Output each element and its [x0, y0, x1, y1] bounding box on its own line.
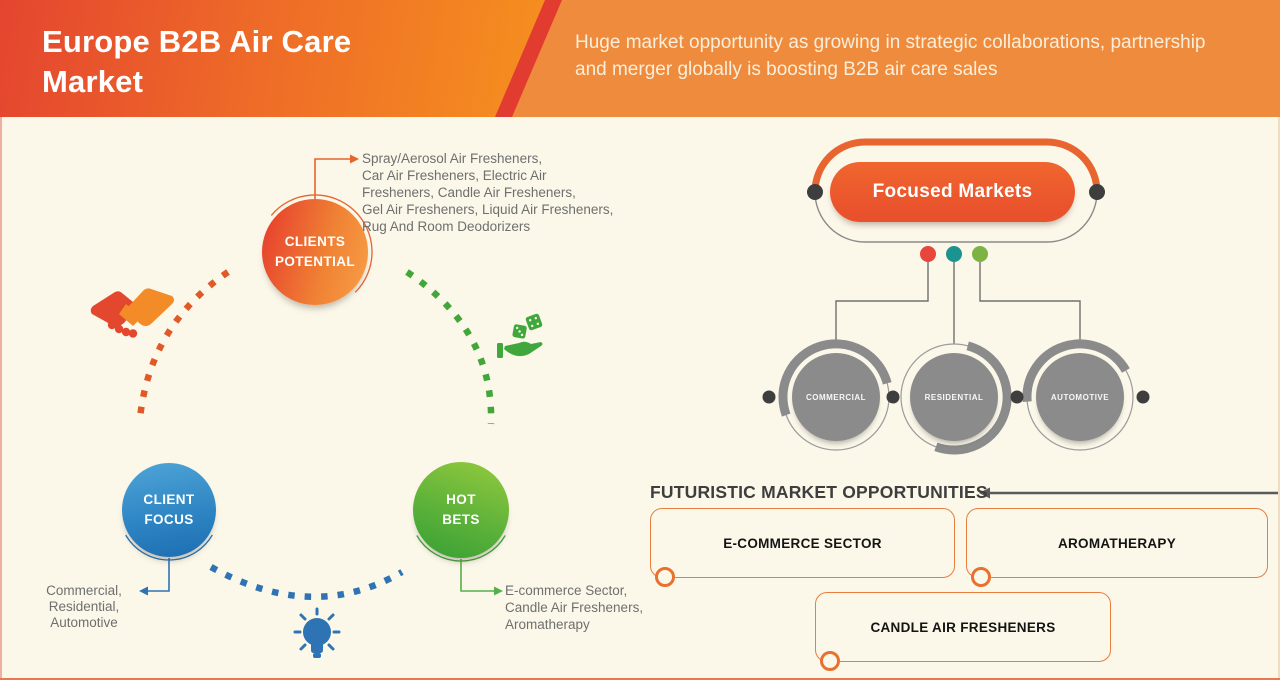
note-line: Fresheners, Candle Air Fresheners, — [362, 185, 576, 200]
note-line: Candle Air Fresheners, — [505, 600, 644, 615]
bets-connector — [460, 559, 494, 592]
client-focus-circle: CLIENT FOCUS — [122, 463, 216, 557]
right-border-line — [1278, 117, 1280, 680]
futuristic-box-candle: CANDLE AIR FRESHENERS — [815, 592, 1111, 671]
legend-dot-green — [972, 246, 988, 262]
pill-bottom-arc — [814, 191, 1098, 243]
segment-side-dots — [762, 390, 1150, 404]
clients-potential-label-line2: POTENTIAL — [274, 254, 356, 269]
hot-bets-note: E-commerce Sector, Candle Air Fresheners… — [505, 582, 643, 633]
blue-dotted-arc — [209, 564, 404, 601]
futuristic-box-label: AROMATHERAPY — [1057, 535, 1177, 551]
focus-connector — [148, 558, 170, 592]
client-focus-note: Commercial, Residential, Automotive — [28, 583, 140, 631]
futuristic-heading: FUTURISTIC MARKET OPPORTUNITIES — [650, 482, 988, 502]
potential-outline-arc — [270, 194, 373, 293]
note-line: Gel Air Fresheners, Liquid Air Freshener… — [362, 202, 614, 217]
client-focus-label-line2: FOCUS — [144, 512, 194, 527]
dice-hand-icon — [497, 313, 543, 358]
left-border-line — [0, 117, 2, 680]
note-line: Aromatherapy — [505, 617, 590, 632]
green-dotted-arc — [405, 269, 495, 425]
futuristic-box-label: CANDLE AIR FRESHENERS — [870, 619, 1056, 635]
hot-bets-label-line1: HOT — [446, 492, 476, 508]
potential-arrowhead — [350, 154, 359, 164]
header-band: Europe B2B Air Care Market Huge market o… — [0, 0, 1280, 117]
note-line: Residential, — [48, 598, 120, 614]
focused-markets-label: Focused Markets — [872, 181, 1033, 202]
futuristic-box-label: E-COMMERCE SECTOR — [723, 535, 882, 551]
legend-dot-red — [920, 246, 936, 262]
segment-label: COMMERCIAL — [805, 392, 867, 402]
pill-left-dot — [807, 184, 823, 200]
segment-label: RESIDENTIAL — [924, 392, 984, 402]
page-title: Europe B2B Air Care Market — [42, 24, 352, 99]
corner-ring-icon — [971, 567, 991, 587]
clients-potential-label-line1: CLIENTS — [284, 234, 346, 250]
tree-connectors — [835, 262, 1081, 344]
segment-residential: RESIDENTIAL — [910, 353, 998, 441]
orange-dotted-arc — [136, 269, 230, 419]
clients-potential-circle: CLIENTS POTENTIAL — [262, 199, 368, 305]
hot-bets-label-line2: BETS — [442, 512, 480, 527]
focus-arrowhead — [139, 586, 148, 596]
bottom-border-line — [0, 678, 1280, 680]
handshake-icon — [90, 288, 174, 338]
legend-dot-teal — [946, 246, 962, 262]
hot-bets-circle: HOT BETS — [413, 462, 509, 558]
bets-arrowhead — [494, 586, 503, 596]
note-line: Car Air Fresheners, Electric Air — [362, 168, 547, 183]
corner-ring-icon — [820, 651, 840, 671]
corner-ring-icon — [655, 567, 675, 587]
segment-automotive: AUTOMOTIVE — [1036, 353, 1124, 441]
potential-connector — [314, 158, 350, 200]
segment-commercial: COMMERCIAL — [792, 353, 880, 441]
futuristic-arrowhead — [979, 487, 990, 499]
note-line: Rug And Room Deodorizers — [362, 219, 531, 234]
client-focus-label-line1: CLIENT — [143, 492, 195, 508]
clients-potential-note: Spray/Aerosol Air Fresheners, Car Air Fr… — [362, 150, 613, 235]
pill-top-arc — [811, 138, 1101, 193]
note-line: Commercial, — [46, 583, 122, 598]
header-gradient-panel — [0, 0, 545, 117]
page-subtitle: Huge market opportunity as growing in st… — [575, 32, 1206, 80]
futuristic-box-ecommerce: E-COMMERCE SECTOR — [650, 508, 955, 587]
note-line: Automotive — [50, 614, 118, 630]
focused-markets-pill: Focused Markets — [830, 162, 1075, 222]
futuristic-box-aromatherapy: AROMATHERAPY — [966, 508, 1268, 587]
lightbulb-icon — [293, 607, 341, 658]
pill-right-dot — [1089, 184, 1105, 200]
segment-label: AUTOMOTIVE — [1050, 392, 1110, 402]
note-line: E-commerce Sector, — [505, 583, 628, 598]
note-line: Spray/Aerosol Air Fresheners, — [362, 151, 543, 166]
segment-rings — [778, 339, 1134, 455]
